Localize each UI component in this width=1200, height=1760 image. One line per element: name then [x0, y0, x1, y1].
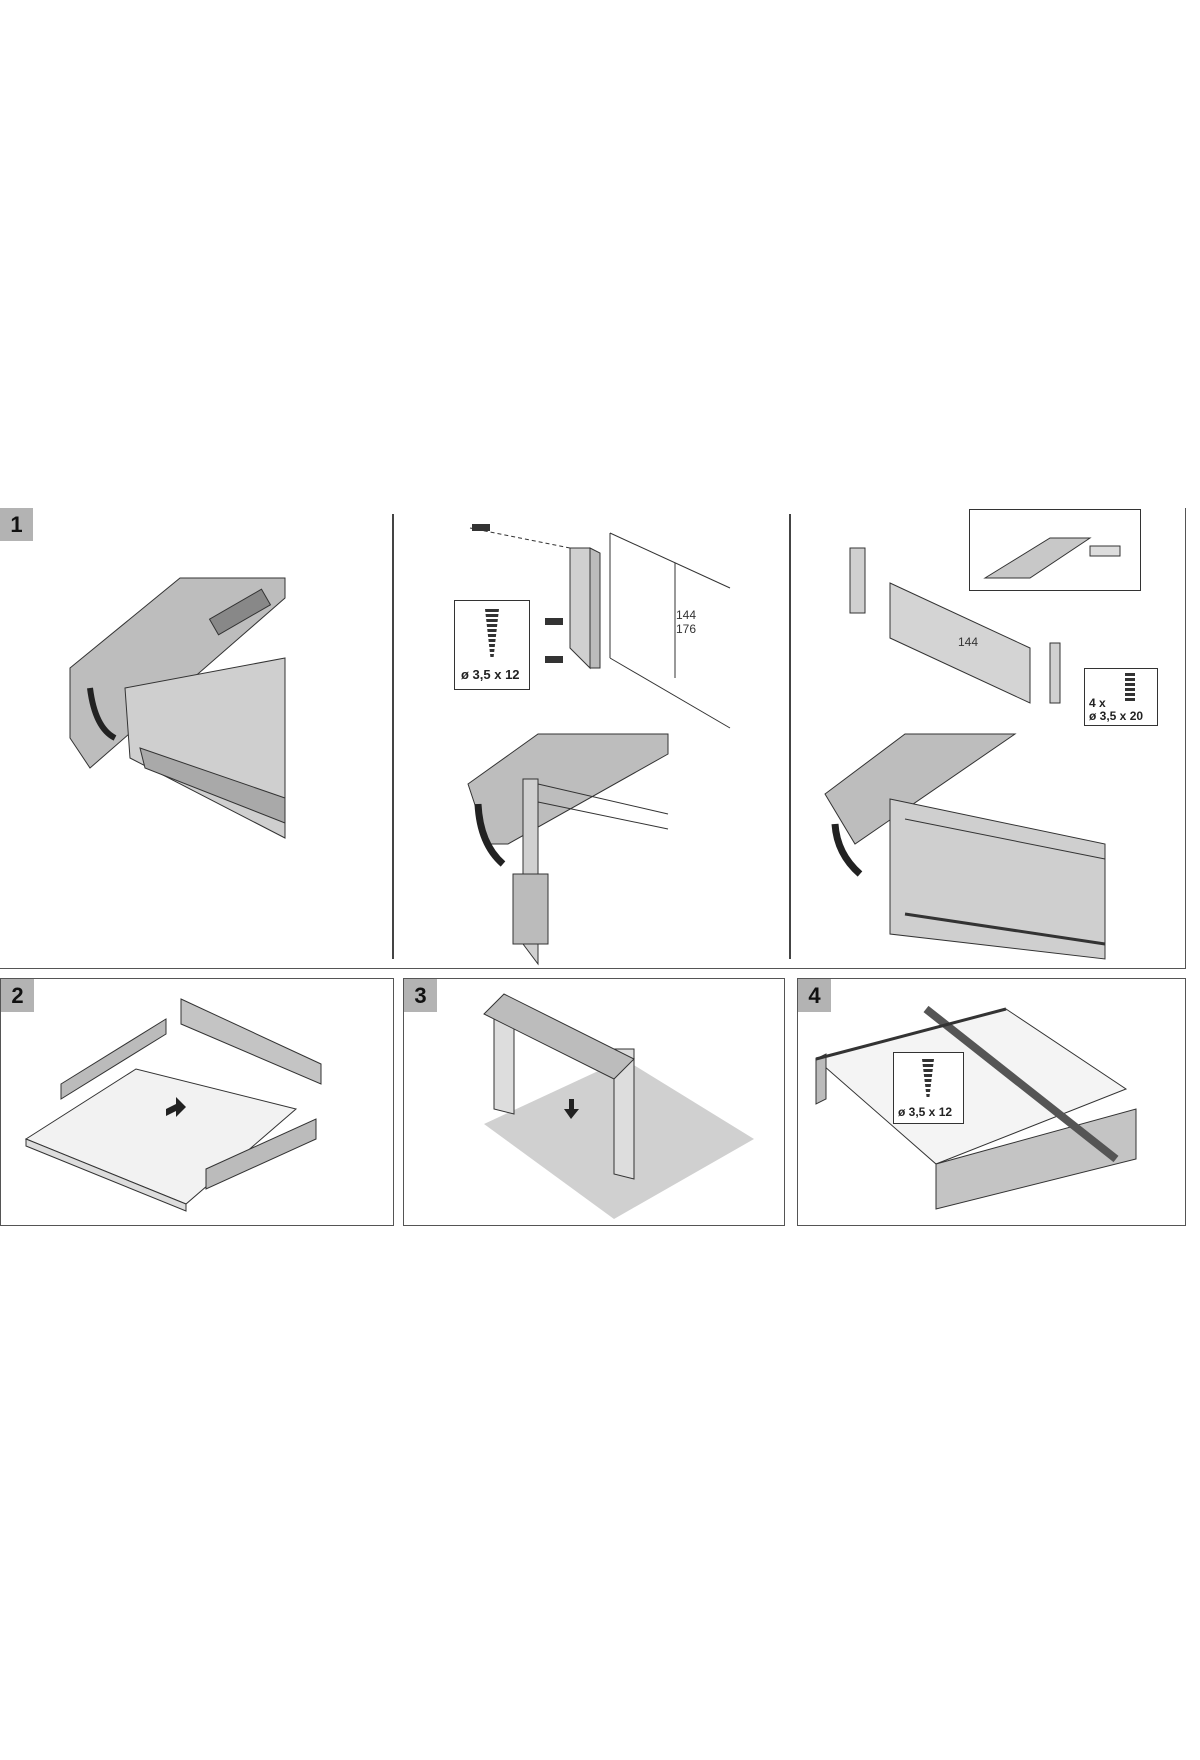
step-2-panel: 2 — [0, 978, 394, 1226]
screw-size: ø 3,5 x 12 — [461, 667, 520, 682]
screw-icon — [485, 609, 499, 659]
dimension-144-b: 144 — [958, 635, 979, 649]
step-3-panel: 3 — [403, 978, 785, 1226]
drawer-fixing-illustration — [814, 1005, 1137, 1210]
back-panel-placement-illustration — [483, 993, 754, 1219]
divider — [789, 514, 791, 959]
divider — [392, 514, 394, 959]
back-panel-mounted-illustration — [824, 733, 1106, 960]
height-dimension: 144 176 — [676, 608, 696, 636]
screw-quantity: 4 x — [1089, 696, 1106, 710]
screw-icon — [922, 1059, 934, 1099]
screw-spec-box: ø 3,5 x 12 — [454, 600, 530, 690]
screw-size: ø 3,5 x 20 — [1089, 709, 1144, 723]
detail-inset-box — [969, 509, 1141, 591]
drawer-assembly-illustration — [24, 998, 322, 1212]
step-4-panel: 4 ø 3,5 x 12 — [797, 978, 1186, 1226]
back-panel-illustration — [849, 547, 1061, 704]
step-4-label: 4 — [798, 979, 831, 1012]
step-3-label: 3 — [404, 979, 437, 1012]
dimension-176: 176 — [676, 622, 697, 636]
dimension-144: 144 — [676, 608, 697, 622]
screw-spec-box: ø 3,5 x 12 — [893, 1052, 964, 1124]
drawer-side-back-illustration — [69, 577, 286, 839]
screw-icon — [1125, 673, 1135, 703]
step-1-label: 1 — [0, 508, 33, 541]
tool-detail-illustration — [983, 537, 1121, 579]
step-1-region: 1 ø 3,5 x 12 144 — [0, 508, 1186, 969]
back-mounted-illustration — [467, 733, 669, 966]
back-bracket-illustration — [469, 524, 731, 729]
step-2-label: 2 — [1, 979, 34, 1012]
screw-spec-box-20: 4 x ø 3,5 x 20 — [1084, 668, 1158, 726]
screw-size: ø 3,5 x 12 — [898, 1105, 953, 1119]
